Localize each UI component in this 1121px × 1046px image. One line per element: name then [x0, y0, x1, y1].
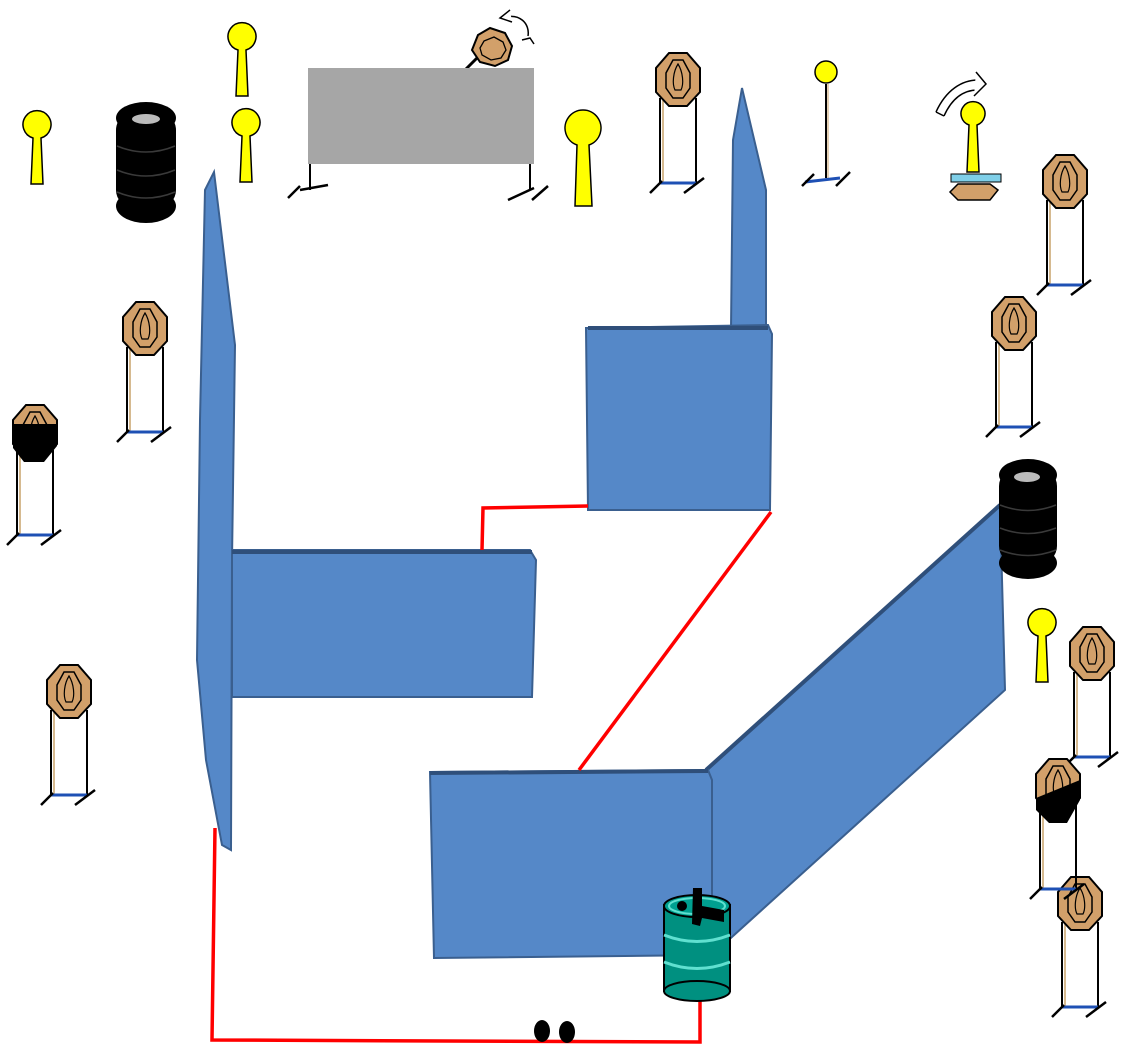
paper-target-icon — [648, 51, 706, 195]
wall-left-horizontal — [231, 549, 538, 698]
activator-arrow-icon — [935, 71, 988, 117]
wall-left-long — [195, 168, 237, 852]
wall-angled-right — [704, 502, 1007, 958]
steel-plate-icon — [801, 60, 851, 187]
paper-target-icon — [1062, 625, 1120, 769]
steel-popper-icon — [564, 109, 602, 207]
paper-target-icon — [115, 300, 173, 444]
swinger-target — [463, 26, 514, 72]
tire-stack-icon — [999, 459, 1057, 579]
steel-popper-icon — [227, 21, 257, 97]
shooter-feet-icon — [534, 1020, 575, 1043]
paper-target-icon — [39, 663, 97, 807]
wall-lower-box — [428, 768, 713, 960]
steel-popper-icon — [22, 109, 52, 185]
pistol-icon — [692, 888, 724, 926]
paper-target-icon — [984, 295, 1042, 439]
paper-target-icon — [1050, 875, 1108, 1019]
swinger-arrow-icon — [498, 9, 535, 45]
paper-target-hardcover-icon — [5, 403, 63, 547]
fault-line-shooting-area — [210, 827, 702, 1044]
paper-target-hardcover-icon — [1028, 757, 1086, 901]
fault-line-diagonal — [577, 510, 773, 772]
fault-line-upper — [480, 504, 589, 551]
no-shoot-screen — [287, 68, 549, 202]
activator-popper — [948, 100, 1002, 201]
wall-upper-right-narrow — [729, 87, 767, 331]
steel-popper-icon — [231, 107, 261, 183]
wall-upper-right-box — [584, 323, 774, 511]
paper-target-icon — [1035, 153, 1093, 297]
tire-stack-icon — [116, 102, 176, 223]
steel-popper-icon — [1027, 607, 1057, 683]
